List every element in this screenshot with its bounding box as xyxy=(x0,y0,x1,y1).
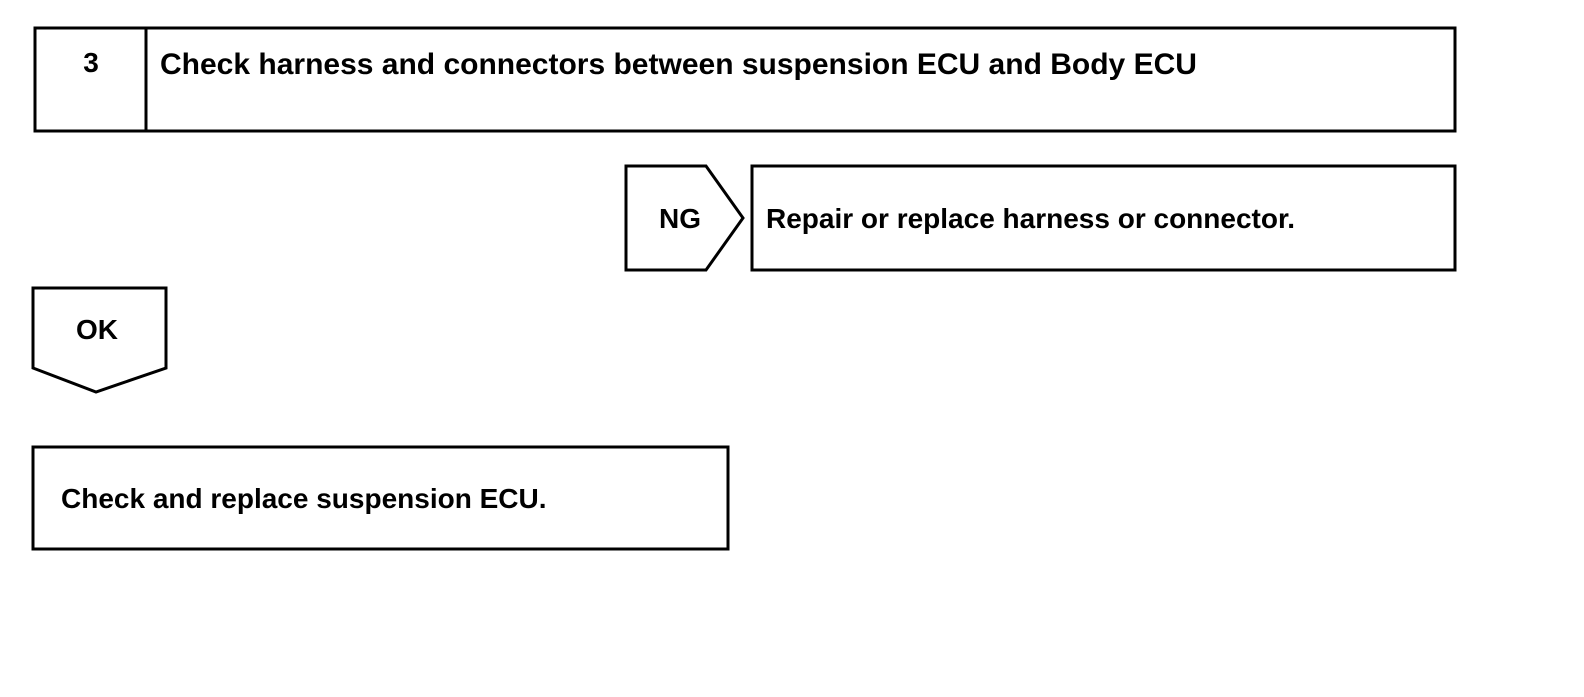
ok-action-text: Check and replace suspension ECU. xyxy=(61,483,547,514)
ng-label: NG xyxy=(659,203,701,234)
ok-label: OK xyxy=(76,314,118,345)
ok-arrow-tag xyxy=(31,286,168,394)
step-number: 3 xyxy=(83,47,99,78)
ng-action-text: Repair or replace harness or connector. xyxy=(766,203,1295,234)
ng-action-box xyxy=(750,164,1457,272)
step-header-box xyxy=(33,26,1457,133)
ng-arrow-tag xyxy=(624,164,745,272)
step-title: Check harness and connectors between sus… xyxy=(160,48,1197,81)
ok-action-box xyxy=(31,445,730,551)
